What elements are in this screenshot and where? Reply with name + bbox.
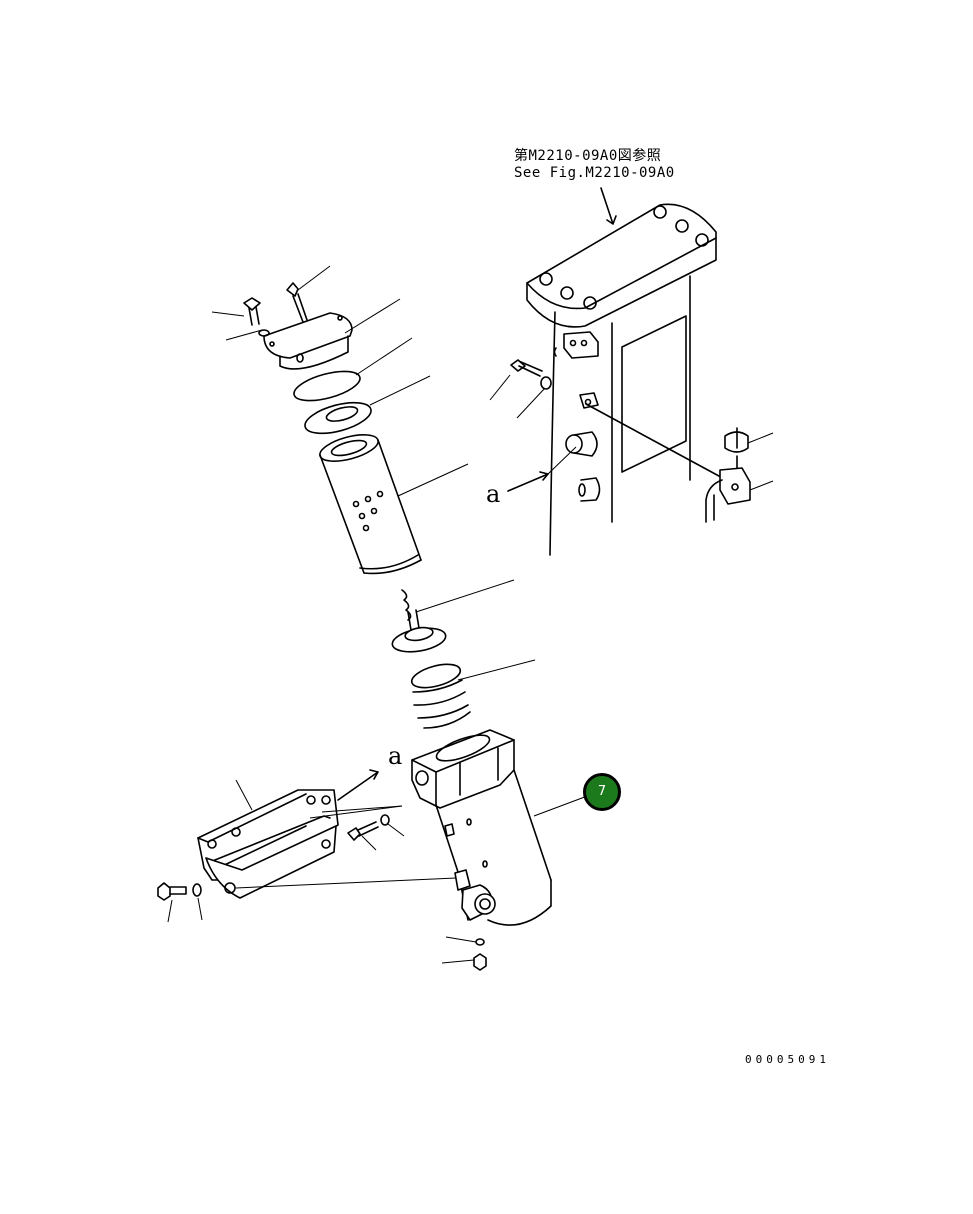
reference-note-line1: 第M2210-09A0図参照 <box>514 148 662 164</box>
filter-cap <box>211 265 401 370</box>
view-label-upper: a <box>486 480 501 508</box>
view-label-lower: a <box>388 742 403 770</box>
bolt-frame <box>489 359 552 419</box>
filter-element <box>319 434 469 575</box>
view-arrow-upper <box>507 471 549 492</box>
reference-note: 第M2210-09A0図参照 See Fig.M2210-09A0 <box>514 148 675 182</box>
bypass-valve <box>391 579 515 653</box>
reference-note-line2: See Fig.M2210-09A0 <box>514 165 675 181</box>
bracket-bolt <box>347 814 405 851</box>
bolt-lower-left <box>157 882 203 923</box>
view-arrow-lower <box>337 769 379 801</box>
filter-case <box>411 729 591 926</box>
o-ring <box>293 337 413 402</box>
drain-plug <box>441 936 487 971</box>
frame-column <box>549 275 691 556</box>
frame-plate <box>526 203 717 328</box>
spring <box>410 659 536 729</box>
bracket <box>197 779 457 899</box>
part-callout-7[interactable]: 7 <box>583 773 621 811</box>
ref-arrow <box>600 187 617 225</box>
pipe-clamp <box>585 403 774 523</box>
figure-number: 00005091 <box>745 1053 830 1066</box>
gasket <box>304 375 431 435</box>
